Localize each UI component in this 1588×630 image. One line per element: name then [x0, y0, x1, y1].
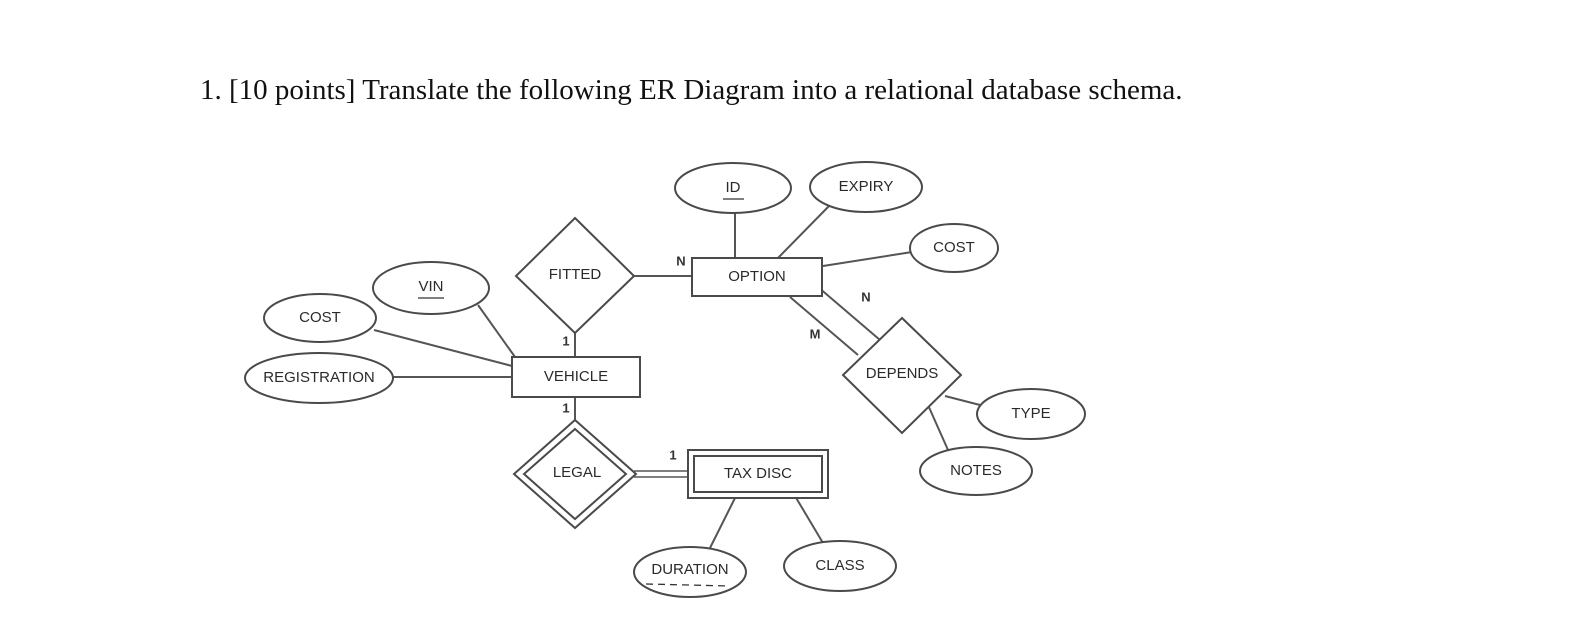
cardinality-fitted-option: N [676, 253, 685, 268]
line-optioncost-option [822, 251, 913, 267]
attribute-notes: NOTES [919, 446, 1033, 496]
cardinality-legal-taxdisc: 1 [669, 447, 676, 462]
attribute-type-label: TYPE [1011, 405, 1050, 422]
relationship-fitted-label: FITTED [549, 266, 602, 283]
question-text: 1. [10 points] Translate the following E… [200, 74, 1183, 106]
entity-vehicle-label: VEHICLE [544, 368, 608, 385]
relationship-depends: DEPENDS [841, 316, 963, 435]
attribute-vehicle-cost: COST [263, 293, 377, 343]
cardinality-depends-m: M [810, 326, 821, 341]
attribute-registration: REGISTRATION [244, 352, 394, 404]
entity-option: OPTION [691, 257, 823, 297]
attribute-expiry: EXPIRY [809, 161, 923, 213]
attribute-notes-label: NOTES [950, 462, 1002, 479]
connectors [373, 204, 981, 549]
relationship-depends-label: DEPENDS [866, 365, 939, 382]
attribute-expiry-label: EXPIRY [839, 178, 894, 195]
attribute-duration-label: DURATION [651, 561, 728, 578]
attribute-duration: DURATION [633, 546, 747, 598]
cardinality-legal-vehicle: 1 [562, 400, 569, 415]
relationship-legal: LEGAL [512, 418, 638, 530]
attribute-registration-label: REGISTRATION [263, 369, 374, 386]
attribute-class-label: CLASS [815, 557, 864, 574]
line-option-depends-m [789, 296, 859, 356]
line-depends-type [944, 395, 981, 406]
line-expiry-option [775, 204, 831, 261]
line-option-depends-n [817, 286, 881, 341]
line-depends-notes [927, 404, 949, 451]
line-cost-vehicle [373, 329, 513, 367]
relationship-fitted: FITTED [514, 216, 636, 335]
attribute-vehicle-cost-label: COST [299, 309, 341, 326]
cardinality-fitted-vehicle: 1 [562, 333, 569, 348]
entity-tax-disc: TAX DISC [687, 449, 829, 499]
attribute-option-cost-label: COST [933, 239, 975, 256]
line-taxdisc-class [794, 495, 824, 544]
cardinalities: N 1 N M 1 1 [562, 253, 870, 462]
attribute-vin: VIN [372, 261, 490, 315]
line-taxdisc-duration [709, 495, 737, 549]
line-vin-vehicle [477, 304, 516, 358]
relationship-legal-label: LEGAL [553, 464, 601, 481]
entity-tax-disc-label: TAX DISC [724, 465, 792, 482]
entity-option-label: OPTION [728, 268, 786, 285]
attribute-type: TYPE [976, 388, 1086, 440]
attribute-id: ID [674, 162, 792, 214]
attribute-vin-label: VIN [418, 278, 443, 295]
entity-vehicle: VEHICLE [511, 356, 641, 398]
attribute-class: CLASS [783, 540, 897, 592]
attribute-option-cost: COST [909, 223, 999, 273]
attribute-id-label: ID [726, 179, 741, 196]
cardinality-depends-n: N [861, 289, 870, 304]
